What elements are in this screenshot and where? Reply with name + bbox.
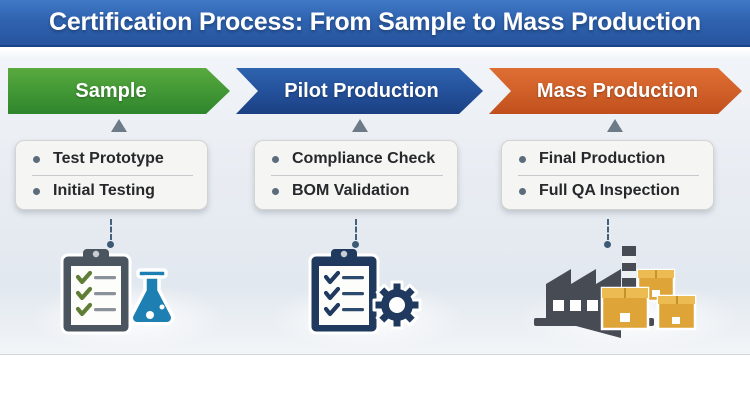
factory-boxes-icon bbox=[534, 246, 697, 338]
card-item-label: Test Prototype bbox=[53, 150, 164, 167]
stage-card-mass-production: Final Production Full QA Inspection bbox=[501, 140, 714, 210]
card-item: Initial Testing bbox=[16, 176, 207, 207]
dashed-line bbox=[607, 219, 609, 240]
card-item: Final Production bbox=[502, 144, 713, 175]
page-title: Certification Process: From Sample to Ma… bbox=[48, 8, 702, 36]
card-divider bbox=[271, 174, 443, 176]
dashed-line bbox=[110, 219, 112, 240]
dashed-connector bbox=[352, 219, 359, 248]
stage-label-sample: Sample bbox=[75, 79, 147, 102]
card-item: Compliance Check bbox=[255, 144, 457, 175]
process-area: Sample Pilot Production Mass Production … bbox=[0, 49, 750, 354]
connector-dot bbox=[352, 241, 359, 248]
stage-arrow-sample: Sample bbox=[8, 68, 230, 114]
stage-label-pilot-production: Pilot Production bbox=[284, 79, 439, 102]
clipboard-gear-icon bbox=[308, 249, 422, 335]
up-triangle-icon bbox=[607, 119, 623, 132]
clipboard-flask-icon bbox=[60, 249, 175, 335]
dashed-line bbox=[355, 219, 357, 240]
card-item: Test Prototype bbox=[16, 144, 207, 175]
stage-arrow-pilot-production: Pilot Production bbox=[236, 68, 483, 114]
dashed-connector bbox=[107, 219, 114, 248]
header: Certification Process: From Sample to Ma… bbox=[0, 0, 750, 47]
card-divider bbox=[32, 174, 193, 176]
card-divider bbox=[518, 174, 699, 176]
up-triangle-icon bbox=[352, 119, 368, 132]
card-item: BOM Validation bbox=[255, 176, 457, 207]
baseline-divider bbox=[0, 354, 750, 355]
card-item-label: Full QA Inspection bbox=[539, 182, 680, 199]
stage-card-pilot-production: Compliance Check BOM Validation bbox=[254, 140, 458, 210]
bullet-icon bbox=[33, 187, 40, 195]
card-item-label: Compliance Check bbox=[292, 150, 436, 167]
connector-dot bbox=[107, 241, 114, 248]
bullet-icon bbox=[272, 187, 279, 195]
card-item-label: Final Production bbox=[539, 150, 666, 167]
card-item-label: Initial Testing bbox=[53, 182, 155, 199]
bullet-icon bbox=[519, 187, 526, 195]
card-item-label: BOM Validation bbox=[292, 182, 410, 199]
bullet-icon bbox=[519, 155, 526, 163]
dashed-connector bbox=[604, 219, 611, 248]
stage-arrow-mass-production: Mass Production bbox=[489, 68, 742, 114]
bullet-icon bbox=[33, 155, 40, 163]
stage-label-mass-production: Mass Production bbox=[536, 79, 699, 102]
up-triangle-icon bbox=[111, 119, 127, 132]
card-item: Full QA Inspection bbox=[502, 176, 713, 207]
connector-dot bbox=[604, 241, 611, 248]
stage-card-sample: Test Prototype Initial Testing bbox=[15, 140, 208, 210]
bullet-icon bbox=[272, 155, 279, 163]
